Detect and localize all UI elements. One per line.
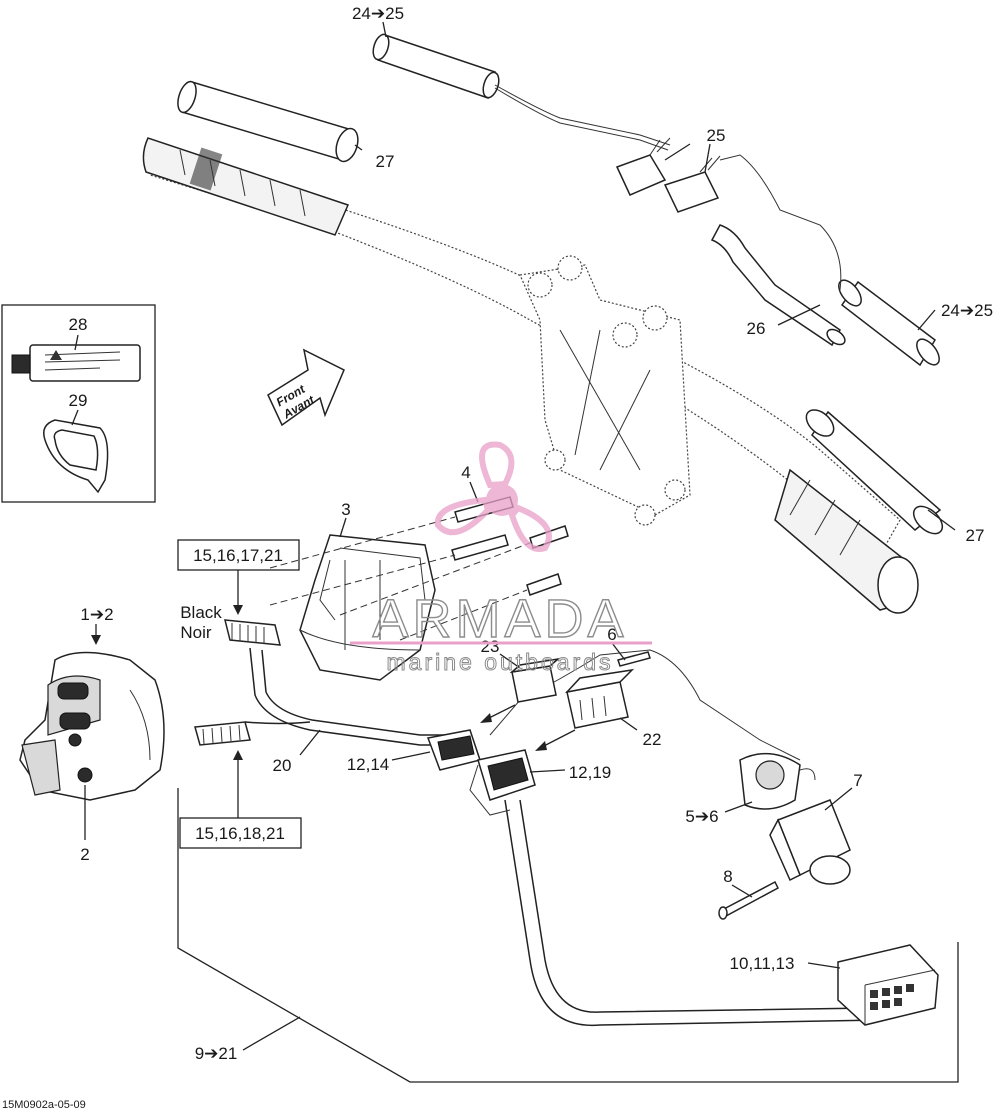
grease-tube <box>11 344 141 382</box>
callout-4: 4 <box>461 463 470 482</box>
callout-25: 25 <box>707 126 726 145</box>
switch-5-6 <box>739 752 816 810</box>
grip-sleeve-right <box>805 409 944 535</box>
watermark-tagline: marine outboards <box>387 649 614 675</box>
callout-22: 22 <box>643 730 662 749</box>
callout-26: 26 <box>747 319 766 338</box>
callout-9-21: 9➔21 <box>195 1044 238 1063</box>
label-box-top-text: 15,16,17,21 <box>193 546 283 565</box>
callout-27-right: 27 <box>966 526 985 545</box>
bolt-8 <box>718 880 779 920</box>
callout-29: 29 <box>69 391 88 410</box>
grip-sleeve-top <box>177 80 359 163</box>
callout-12-14: 12,14 <box>347 755 390 774</box>
callout-2: 2 <box>80 845 89 864</box>
heated-element-top <box>372 33 671 151</box>
diagram-code: 15M0902a-05-09 <box>2 1099 86 1111</box>
label-box-top: 15,16,17,21 <box>177 539 300 571</box>
callout-24-25-right: 24➔25 <box>941 301 993 320</box>
key-switch-7 <box>769 799 851 885</box>
kit-bracket <box>177 788 959 1083</box>
propeller-logo <box>434 441 552 553</box>
inset-box <box>1 304 156 503</box>
callout-12-19: 12,19 <box>569 763 612 782</box>
watermark: ARMADA marine outboards <box>350 441 652 676</box>
callout-8: 8 <box>723 867 732 886</box>
callout-6: 6 <box>607 625 616 644</box>
black-tag-line1: Black <box>180 603 222 622</box>
assembly-arrows <box>480 704 576 751</box>
callout-20: 20 <box>273 756 292 775</box>
callout-labels: 24➔25 27 25 24➔25 26 27 28 29 4 3 1➔2 2 … <box>69 4 993 1063</box>
label-box-bottom: 15,16,18,21 <box>179 817 302 849</box>
left-control-switch <box>19 651 165 801</box>
label-box-bottom-text: 15,16,18,21 <box>195 824 285 843</box>
connector-23 <box>509 657 561 703</box>
front-arrow <box>267 348 345 427</box>
callout-24-25-top: 24➔25 <box>352 4 404 23</box>
pin-6 <box>617 651 651 667</box>
handlebar <box>142 137 919 614</box>
callout-1-2: 1➔2 <box>80 605 113 624</box>
watermark-brand: ARMADA <box>372 589 627 649</box>
leader-lines <box>71 21 956 1051</box>
callout-28: 28 <box>69 315 88 334</box>
callout-3: 3 <box>341 500 350 519</box>
callout-7: 7 <box>853 771 862 790</box>
relay-block <box>837 944 939 1026</box>
callout-10-11-13: 10,11,13 <box>730 954 795 973</box>
tube-26 <box>710 224 846 347</box>
heated-element-right <box>719 154 940 367</box>
callout-5-6: 5➔6 <box>685 807 718 826</box>
black-tag-line2: Noir <box>180 623 212 642</box>
connector-25 <box>615 137 721 213</box>
wiring-harness <box>194 619 906 1027</box>
callout-27-top: 27 <box>376 152 395 171</box>
connector-22 <box>564 668 635 729</box>
clamp-ring <box>43 419 109 494</box>
